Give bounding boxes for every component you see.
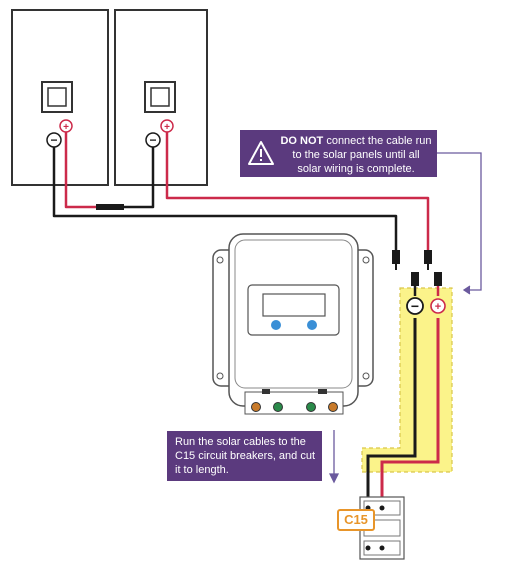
panel-2-terminals: − + <box>145 119 174 148</box>
pv-negative-terminal <box>306 402 316 412</box>
warning-bold-text: DO NOT <box>280 135 324 147</box>
breaker-label: C15 <box>337 509 375 531</box>
warning-body-text: connect the cable run to the solar panel… <box>292 135 432 175</box>
pv-positive-terminal <box>328 402 338 412</box>
warning-triangle-icon <box>248 141 274 165</box>
panel-wires <box>52 126 430 250</box>
instruction-callout: Run the solar cables to the C15 circuit … <box>167 431 322 481</box>
instruction-text: Run the solar cables to the C15 circuit … <box>175 436 316 476</box>
series-connector <box>96 204 124 210</box>
panel-1-negative-symbol: − <box>50 133 57 147</box>
controller-button-left <box>271 320 281 330</box>
panel-1-positive-symbol: + <box>63 122 69 133</box>
battery-positive-terminal <box>273 402 283 412</box>
panel-1-terminals: − + <box>46 119 73 148</box>
battery-negative-terminal <box>251 402 261 412</box>
battery-icon <box>262 389 270 394</box>
cable-highlight-zone <box>361 287 453 473</box>
cable-positive-symbol: + <box>435 301 441 313</box>
cable-negative-symbol: − <box>411 298 419 314</box>
panel-2-negative-symbol: − <box>149 133 156 147</box>
warning-text: DO NOT connect the cable run to the sola… <box>280 134 432 176</box>
cable-run-terminals: − + <box>406 297 446 315</box>
warning-arrow <box>437 152 482 295</box>
instruction-arrow <box>328 430 340 484</box>
solar-panel-2 <box>114 9 208 186</box>
lcd-display <box>262 293 326 317</box>
solar-icon <box>318 389 327 394</box>
controller-button-right <box>307 320 317 330</box>
panel-2-positive-symbol: + <box>164 122 170 133</box>
mc4-connectors <box>392 250 442 286</box>
solar-panel-1 <box>11 9 109 186</box>
warning-callout: DO NOT connect the cable run to the sola… <box>240 130 437 177</box>
cable-run-wires <box>366 286 440 500</box>
charge-controller <box>212 233 374 415</box>
